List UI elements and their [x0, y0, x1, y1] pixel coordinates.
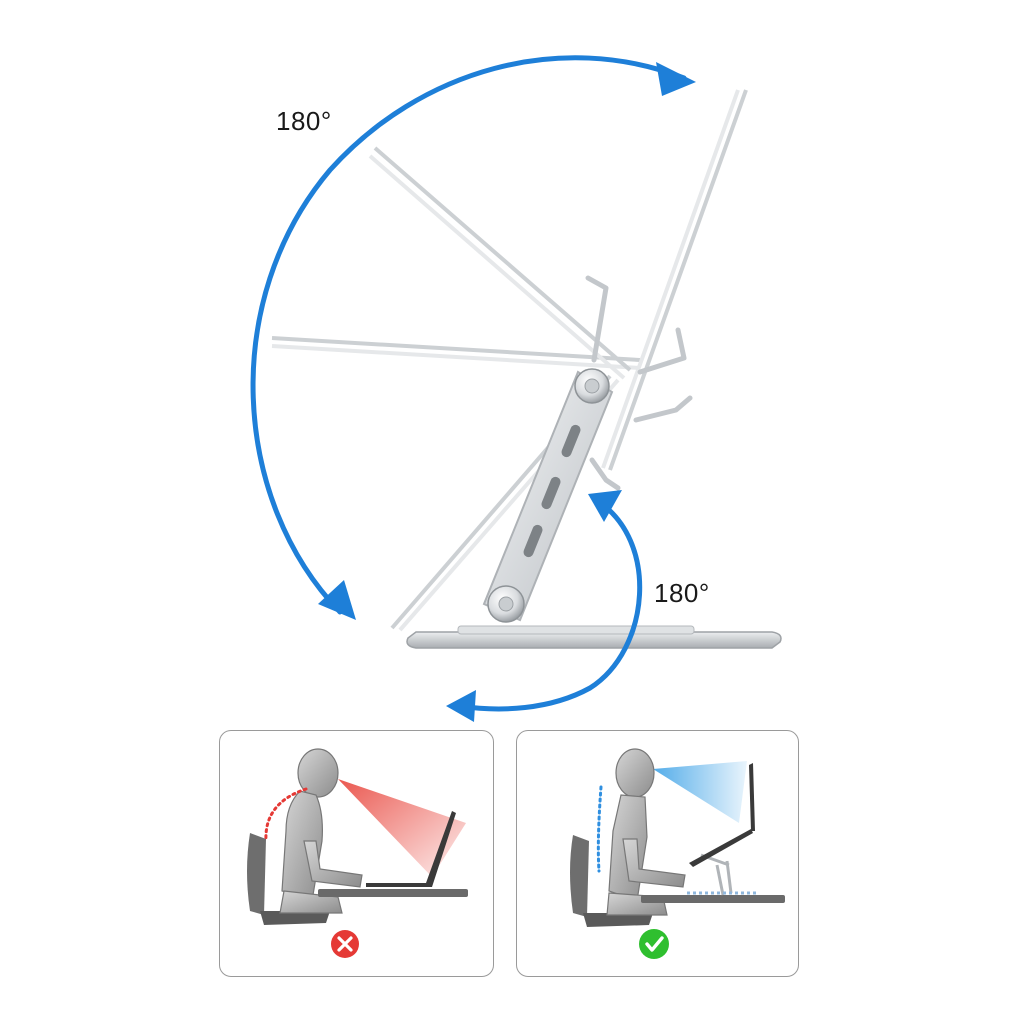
laptop-on-stand — [687, 763, 757, 896]
bad-posture-figure — [247, 748, 468, 958]
curved-spine-indicator — [264, 787, 308, 843]
desk — [318, 889, 468, 897]
checkmark-icon — [639, 929, 669, 959]
tray-hooks — [585, 275, 693, 491]
head — [297, 748, 339, 798]
arrowhead-top-icon — [656, 62, 696, 96]
sightline-cone — [338, 779, 466, 877]
chair-back — [570, 835, 589, 917]
base-rotation-arrow — [457, 497, 643, 712]
head — [615, 748, 655, 798]
chair-seat — [583, 913, 653, 927]
straight-spine-indicator — [596, 785, 603, 873]
laptop — [366, 811, 456, 887]
arm — [622, 838, 686, 888]
stand-diagram — [250, 55, 782, 722]
base-plate — [406, 625, 782, 649]
chair-back — [247, 833, 266, 915]
stand-rotation-illustration: 180° 180° — [250, 55, 782, 722]
good-posture-figure — [570, 748, 785, 959]
arrowhead-base-left-icon — [446, 690, 476, 722]
arm — [303, 840, 363, 888]
cross-icon — [331, 930, 359, 958]
arrowhead-bottom-left-icon — [318, 580, 356, 620]
ghost-tray-positions — [271, 89, 748, 632]
sightline-cone — [653, 761, 747, 823]
bad-posture-panel — [219, 730, 494, 977]
tray-rotation-label: 180° — [276, 106, 332, 136]
chair-seat — [260, 911, 330, 925]
desk — [641, 895, 785, 903]
base-rotation-label: 180° — [654, 578, 710, 608]
arrowhead-base-top-icon — [588, 490, 622, 522]
good-posture-panel — [516, 730, 799, 977]
tray-rotation-arrow — [250, 55, 687, 615]
